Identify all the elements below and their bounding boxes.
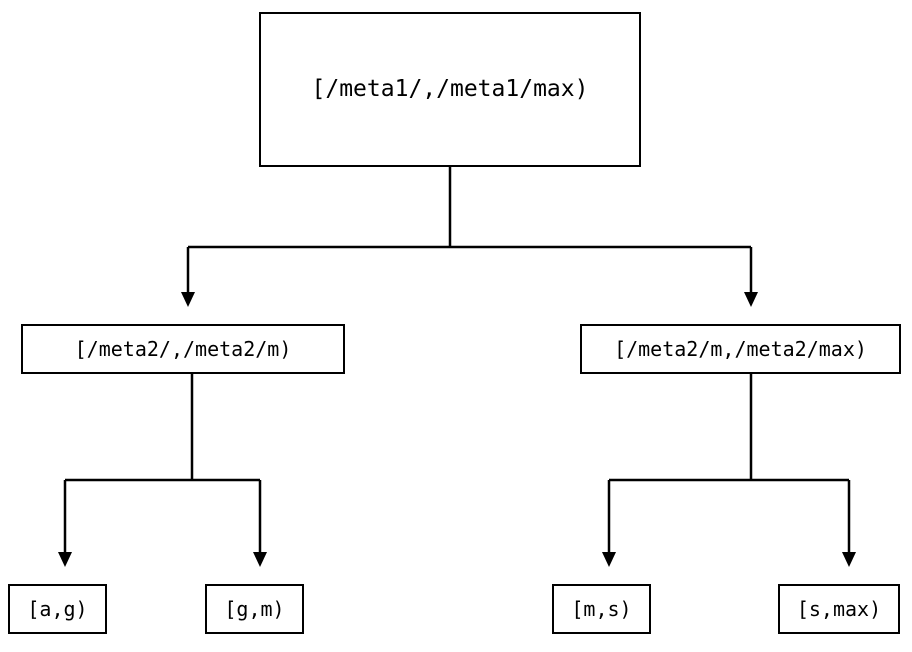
node-meta2-low-label: [/meta2/,/meta2/m) xyxy=(74,337,292,361)
edge-root-to-level2 xyxy=(181,167,758,307)
arrowhead-to-meta2-low xyxy=(181,292,195,307)
node-leaf-s-max-label: [s,max) xyxy=(796,597,882,621)
arrowhead-to-leaf-a-g xyxy=(58,552,72,567)
node-leaf-a-g[interactable]: [a,g) xyxy=(8,584,107,634)
edge-meta2-high-to-leaves xyxy=(602,374,856,567)
node-leaf-m-s[interactable]: [m,s) xyxy=(552,584,651,634)
node-meta2-high-label: [/meta2/m,/meta2/max) xyxy=(614,337,867,361)
edge-meta2-low-to-leaves xyxy=(58,374,267,567)
arrowhead-to-leaf-s-max xyxy=(842,552,856,567)
node-leaf-s-max[interactable]: [s,max) xyxy=(778,584,900,634)
node-meta2-low[interactable]: [/meta2/,/meta2/m) xyxy=(21,324,345,374)
node-root-label: [/meta1/,/meta1/max) xyxy=(311,76,589,102)
node-leaf-a-g-label: [a,g) xyxy=(27,597,88,621)
arrowhead-to-meta2-high xyxy=(744,292,758,307)
node-root[interactable]: [/meta1/,/meta1/max) xyxy=(259,12,641,167)
node-meta2-high[interactable]: [/meta2/m,/meta2/max) xyxy=(580,324,901,374)
arrowhead-to-leaf-g-m xyxy=(253,552,267,567)
node-leaf-m-s-label: [m,s) xyxy=(571,597,632,621)
node-leaf-g-m-label: [g,m) xyxy=(224,597,285,621)
node-leaf-g-m[interactable]: [g,m) xyxy=(205,584,304,634)
arrowhead-to-leaf-m-s xyxy=(602,552,616,567)
